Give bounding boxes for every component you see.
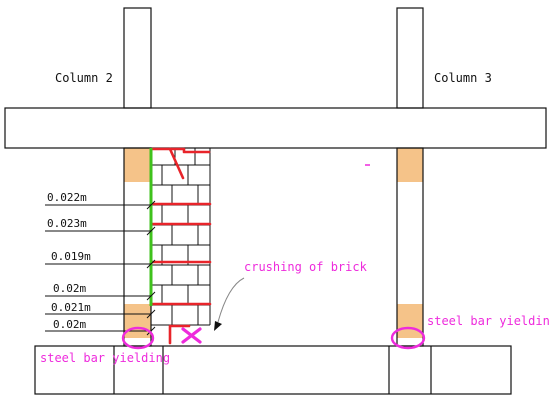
crush-mark bbox=[181, 327, 202, 344]
crack-diagonal bbox=[168, 147, 185, 180]
steel-bar-yielding-right-label: steel bar yielding bbox=[427, 314, 550, 328]
crushing-label: crushing of brick bbox=[244, 260, 368, 274]
crack-corner bbox=[168, 324, 191, 345]
measurement-labels: 0.022m 0.023m 0.019m 0.02m 0.021m 0.02m bbox=[47, 191, 91, 331]
hinge-zone-col3-bottom bbox=[397, 304, 423, 338]
tick-mark bbox=[146, 309, 156, 319]
measurement-label: 0.022m bbox=[47, 191, 87, 204]
measurement-label: 0.02m bbox=[53, 318, 86, 331]
column-2-label: Column 2 bbox=[55, 71, 113, 85]
tick-mark bbox=[146, 291, 156, 301]
steel-bar-yielding-left-label: steel bar yielding bbox=[40, 351, 170, 365]
measurement-label: 0.019m bbox=[51, 250, 91, 263]
top-beam bbox=[4, 107, 547, 149]
hinge-zone-col2-bottom bbox=[124, 304, 151, 338]
column-3-label: Column 3 bbox=[434, 71, 492, 85]
tick-mark bbox=[146, 259, 156, 269]
hinge-zone-col2-top bbox=[124, 148, 151, 182]
foundation bbox=[34, 345, 512, 395]
column-3-upper bbox=[396, 7, 424, 109]
measurement-label: 0.021m bbox=[51, 301, 91, 314]
tick-mark bbox=[146, 200, 156, 210]
crack-top bbox=[150, 147, 211, 154]
crushing-arrow bbox=[217, 277, 245, 323]
measurement-lines bbox=[45, 200, 156, 336]
cracks bbox=[150, 147, 212, 345]
yield-ellipse-left bbox=[121, 326, 155, 350]
tick-mark bbox=[146, 226, 156, 236]
column-2-upper bbox=[123, 7, 152, 109]
hinge-zone-col3-top bbox=[397, 148, 423, 182]
tick-mark bbox=[146, 326, 156, 336]
crush-mark-stroke bbox=[181, 327, 202, 344]
crushing-arrowhead bbox=[214, 321, 222, 331]
measurement-label: 0.023m bbox=[47, 217, 87, 230]
yield-ellipse-right bbox=[390, 326, 426, 350]
measurement-label: 0.02m bbox=[53, 282, 86, 295]
hinge-zones bbox=[124, 148, 423, 338]
